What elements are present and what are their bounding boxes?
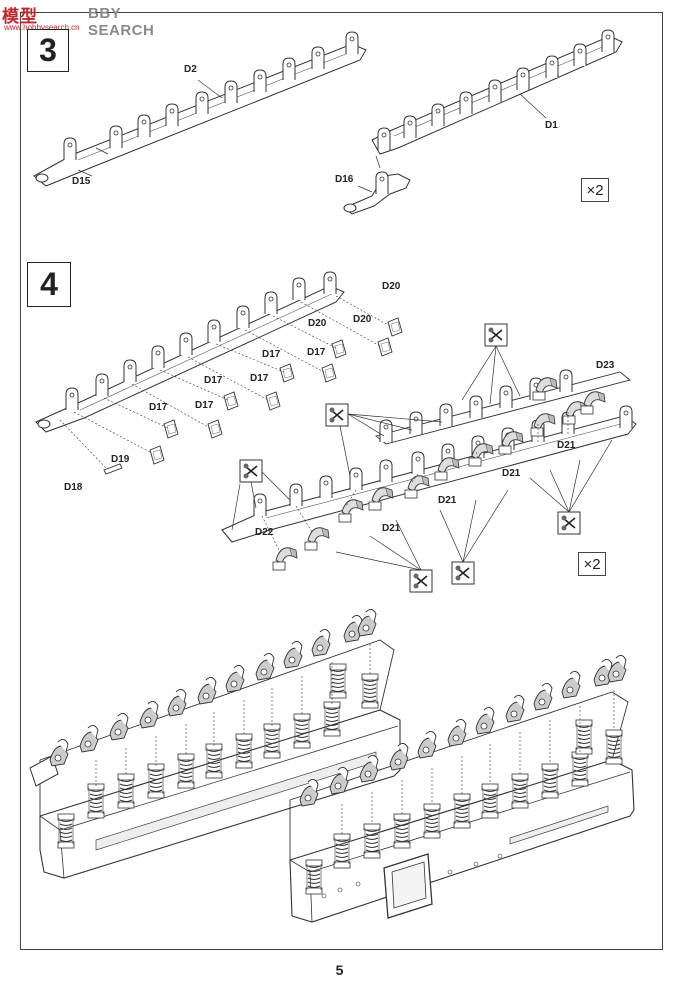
part-label: D2 bbox=[184, 64, 197, 75]
part-label: D21 bbox=[557, 440, 576, 451]
part-label: D17 bbox=[262, 349, 281, 360]
watermark-url: www.hobbysearch.cn bbox=[4, 23, 80, 32]
watermark: 模型 BBY SEARCH www.hobbysearch.cn bbox=[2, 2, 162, 39]
quantity-badge-step3: ×2 bbox=[581, 178, 609, 202]
step-number-3: 3 bbox=[27, 29, 69, 72]
step-number-4: 4 bbox=[27, 262, 71, 307]
page-number: 5 bbox=[335, 962, 344, 978]
part-label: D17 bbox=[195, 400, 214, 411]
part-label: D21 bbox=[382, 523, 401, 534]
page-frame bbox=[20, 12, 663, 950]
part-label: D19 bbox=[111, 454, 130, 465]
part-label: D21 bbox=[438, 495, 457, 506]
part-label: D22 bbox=[255, 527, 274, 538]
part-label: D20 bbox=[382, 281, 401, 292]
watermark-logo: 模型 bbox=[2, 7, 38, 27]
part-label: D1 bbox=[545, 120, 558, 131]
part-label: D16 bbox=[335, 174, 354, 185]
part-label: D18 bbox=[64, 482, 83, 493]
part-label: D15 bbox=[72, 176, 91, 187]
part-label: D21 bbox=[502, 468, 521, 479]
part-label: D23 bbox=[596, 360, 615, 371]
part-label: D17 bbox=[307, 347, 326, 358]
part-label: D17 bbox=[149, 402, 168, 413]
part-label: D20 bbox=[353, 314, 372, 325]
part-label: D20 bbox=[308, 318, 327, 329]
part-label: D17 bbox=[250, 373, 269, 384]
quantity-badge-step4: ×2 bbox=[578, 552, 606, 576]
watermark-text: BBY SEARCH bbox=[88, 5, 155, 39]
part-label: D17 bbox=[204, 375, 223, 386]
